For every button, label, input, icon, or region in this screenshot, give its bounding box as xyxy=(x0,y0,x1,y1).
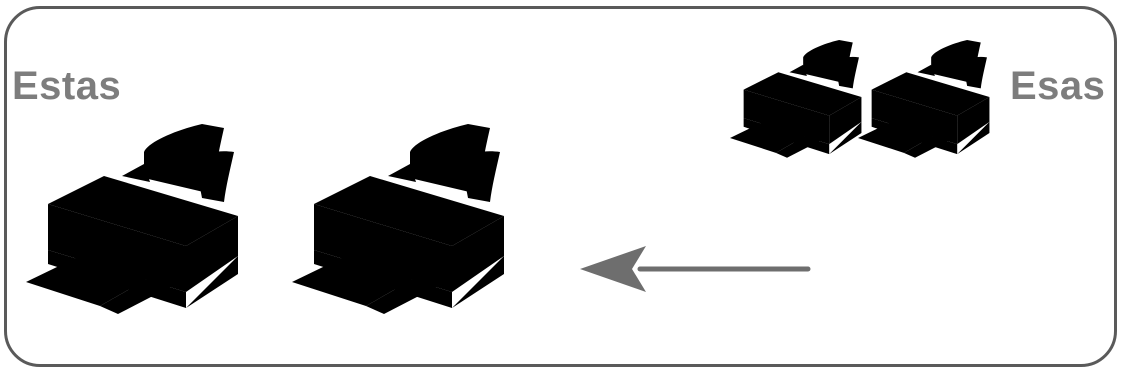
left-arrow-icon xyxy=(580,246,808,292)
printer-icon xyxy=(26,124,238,314)
printer-icon xyxy=(858,40,989,158)
printer-icon xyxy=(730,40,861,158)
printer-icon xyxy=(292,124,504,314)
